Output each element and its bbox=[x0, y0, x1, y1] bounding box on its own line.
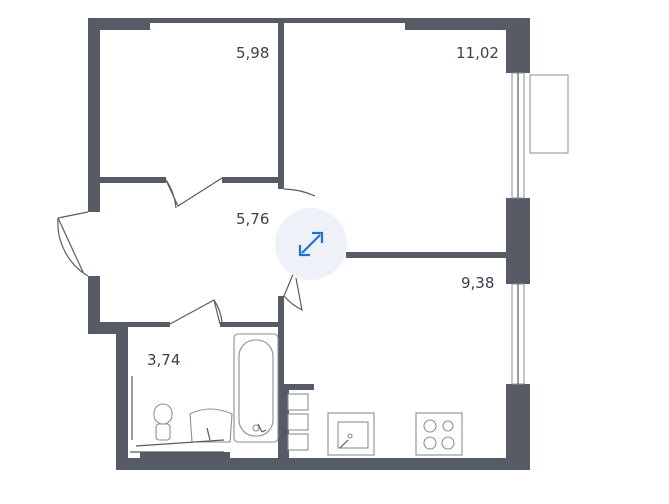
outer-walls bbox=[88, 18, 530, 470]
kitchen-area: 9,38 bbox=[461, 274, 494, 292]
resize-diagonal-icon bbox=[298, 231, 324, 257]
bathroom-fixtures bbox=[130, 333, 309, 458]
stove bbox=[415, 412, 463, 456]
bathroom-area: 3,74 bbox=[147, 351, 180, 369]
bathroom-door[interactable] bbox=[169, 299, 223, 325]
kitchen-fixtures bbox=[327, 412, 463, 456]
expand-button[interactable] bbox=[275, 208, 347, 280]
windows bbox=[511, 72, 569, 385]
doors bbox=[57, 177, 316, 325]
room-door-top-right[interactable] bbox=[283, 188, 316, 197]
hallway-area: 5,76 bbox=[236, 210, 269, 228]
sink bbox=[189, 408, 233, 443]
room-area-top-right: 11,02 bbox=[456, 44, 499, 62]
interior-walls bbox=[100, 23, 506, 458]
room-area-top-left: 5,98 bbox=[236, 44, 269, 62]
toilet bbox=[155, 423, 171, 441]
entrance-door[interactable] bbox=[57, 211, 89, 277]
kitchen-door[interactable] bbox=[283, 271, 303, 312]
shower-head-icon bbox=[257, 423, 267, 433]
room-door-top-left[interactable] bbox=[165, 177, 223, 209]
room-labels: 5,98 11,02 5,76 3,74 9,38 bbox=[147, 44, 499, 369]
